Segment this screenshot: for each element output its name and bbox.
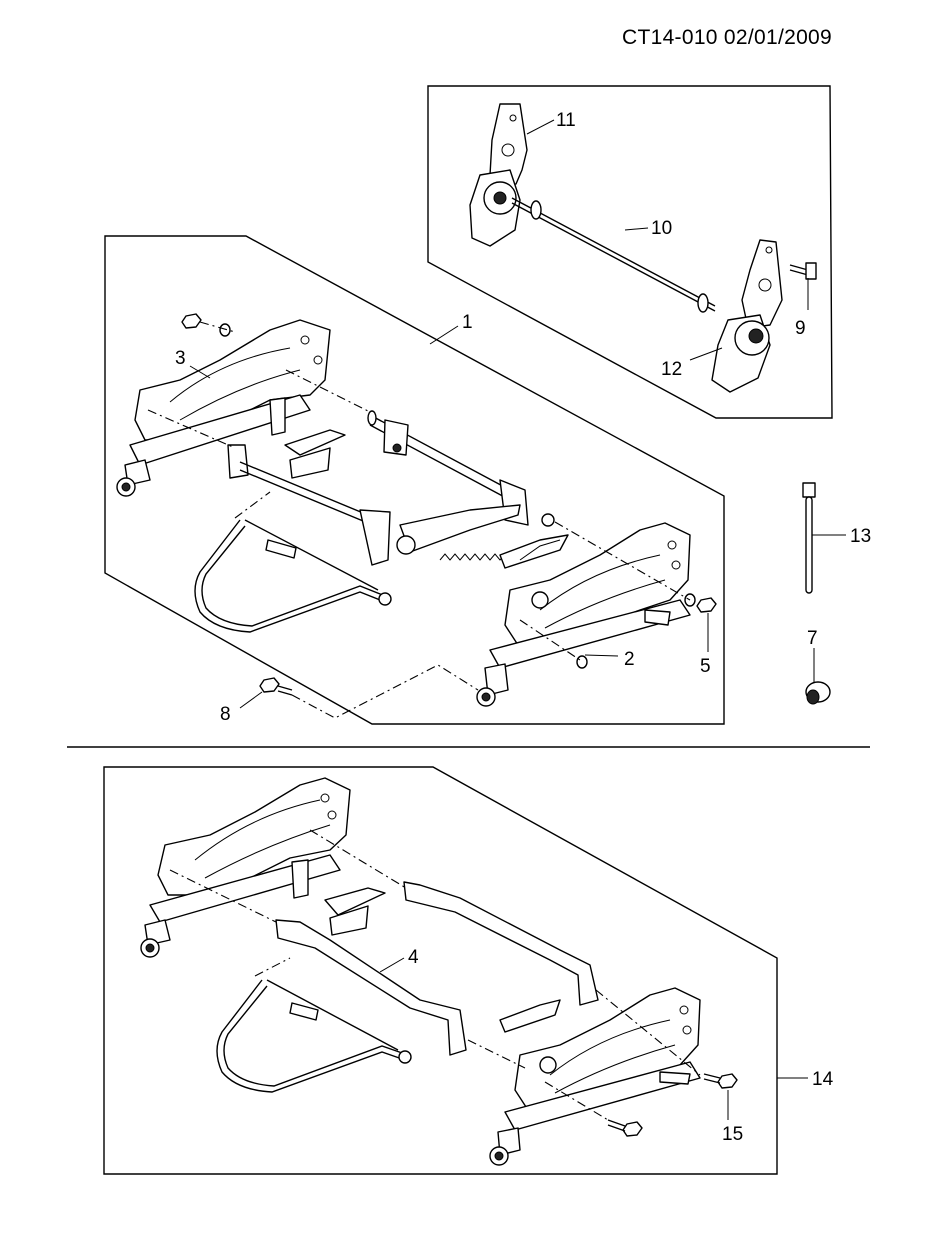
callout-12: 10 [651,218,672,239]
bolt-11 [789,262,817,280]
callout-4: 15 [722,1124,743,1145]
callout-1: 1 [462,312,473,333]
cross-shaft [367,410,555,527]
bottom-brackets [324,887,561,1033]
right-seat-track [476,522,691,707]
towel-bar-left [194,519,392,633]
callout-14: 12 [661,359,682,380]
nut-washer-left [181,313,231,337]
adapter-bracket [275,881,599,1056]
callout-10: 14 [812,1069,834,1090]
callout-11: 9 [795,318,806,339]
recliner-plate-left [469,103,528,247]
callout-7: 4 [408,947,419,968]
bolt-9 [259,677,293,696]
center-brackets [284,429,569,569]
cross-rod [511,197,716,313]
bolt-bottom-center [607,1119,643,1137]
callout-5: 5 [700,656,711,677]
bolt-4 [703,1073,738,1089]
document-code: CT14-010 02/01/2009 [622,26,833,49]
leader-lines [189,119,846,1120]
assembly-1-frame [104,235,725,725]
towel-bar-bottom [216,979,412,1093]
recliner-plate-right [711,239,783,393]
nut-washer-right [576,593,717,669]
left-seat-track-bottom [140,777,351,958]
callout-9: 8 [220,704,231,725]
assembly-10-frame [103,766,778,1175]
callout-8: 7 [807,628,818,649]
callout-3: 3 [175,348,186,369]
left-seat-track [116,319,331,497]
callout-13: 11 [556,110,576,131]
link-bar [227,444,521,566]
alignment-lines-middle [147,321,691,719]
recliner-parts-frame [427,85,833,419]
callout-2: 2 [624,649,635,670]
alignment-lines-bottom [169,829,701,1121]
cable-tie [802,482,816,594]
callout-15: 13 [850,526,871,547]
right-seat-track-bottom [489,987,701,1166]
clip-8 [805,681,831,705]
